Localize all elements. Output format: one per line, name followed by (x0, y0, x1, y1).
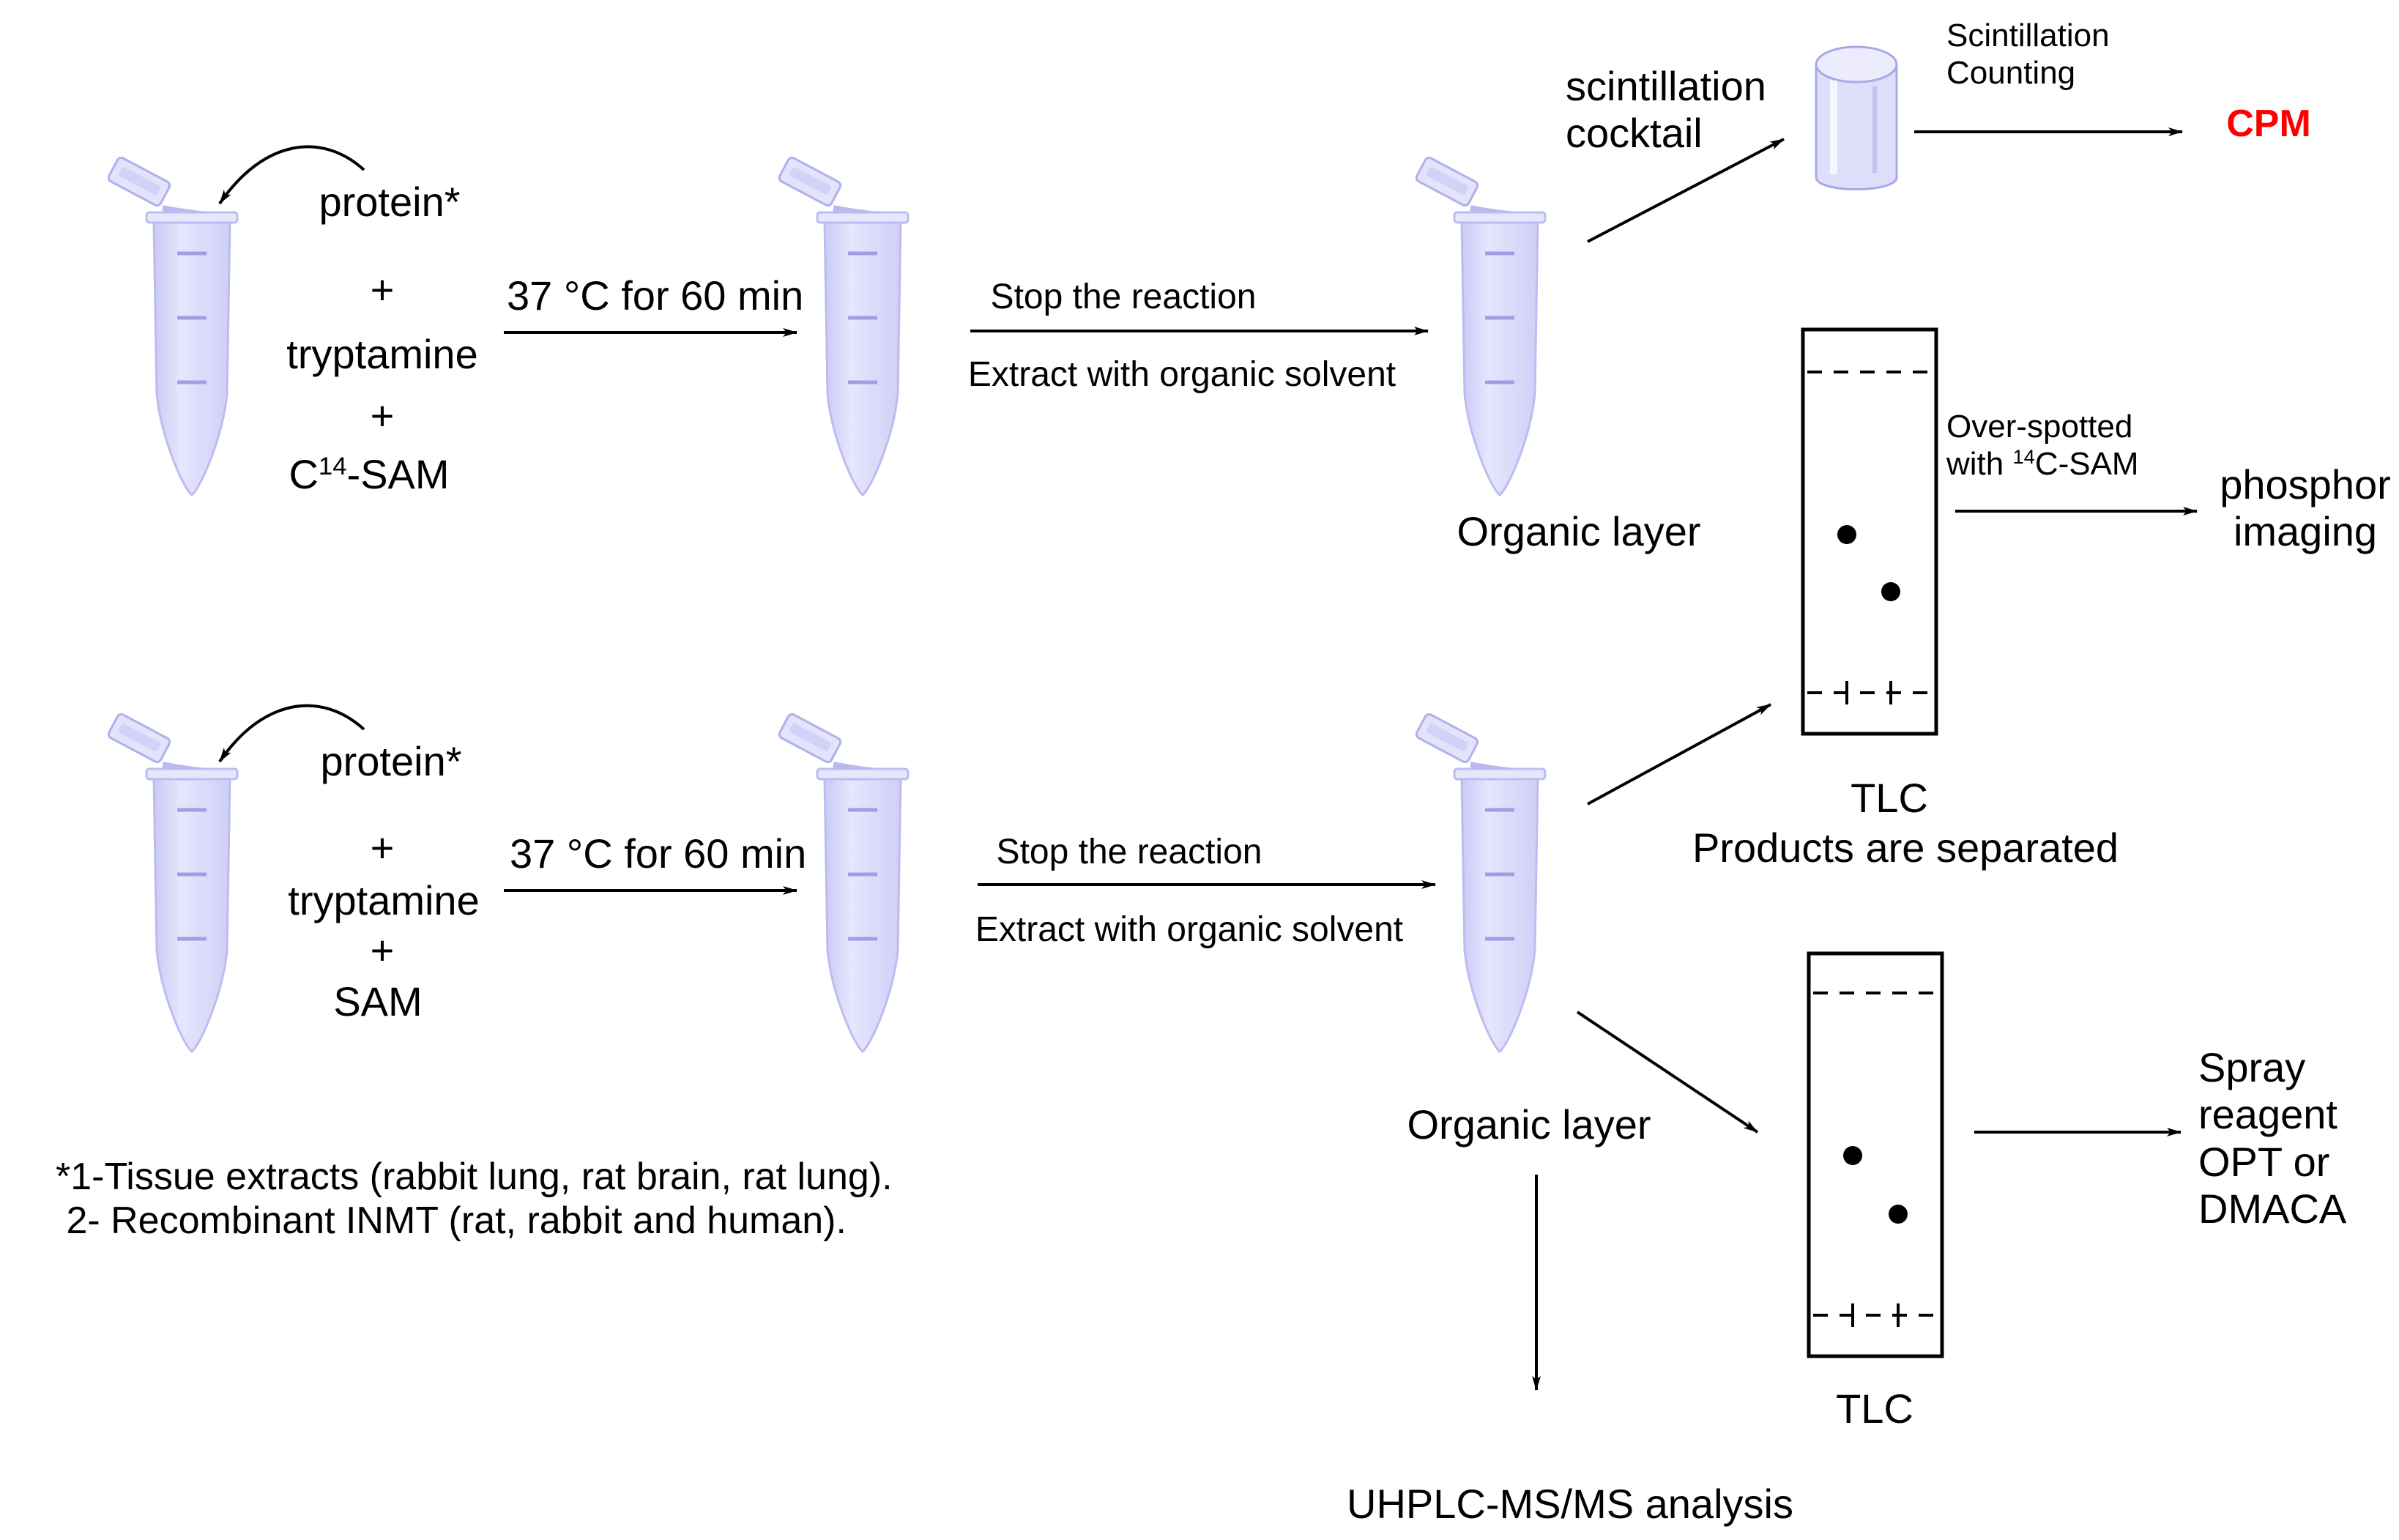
tube-reaction-1 (107, 156, 237, 495)
scintillation-vial-icon (1815, 45, 1898, 190)
row1-stop-reaction-label: Stop the reaction (990, 278, 1257, 316)
row2-incubation-label: 37 °C for 60 min (510, 830, 807, 877)
row1-plus-2: + (370, 393, 395, 439)
tube-incubated-1 (778, 156, 908, 495)
tlc2-spot-2 (1889, 1205, 1908, 1224)
row2-plus-2: + (370, 927, 395, 973)
curved-arrow-1 (218, 145, 365, 205)
row2-sam-label: SAM (333, 978, 423, 1024)
tube-organic-1 (1415, 156, 1545, 495)
footnote-line-1: *1-Tissue extracts (rabbit lung, rat bra… (56, 1156, 893, 1198)
row2-plus-1: + (370, 825, 395, 871)
row1-plus-1: + (370, 267, 395, 313)
uhplc-label: UHPLC-MS/MS analysis (1347, 1481, 1793, 1527)
tlc1-caption: Products are separated (1692, 825, 2119, 871)
tlc1-label: TLC (1851, 775, 1928, 821)
footnote: *1-Tissue extracts (rabbit lung, rat bra… (56, 1156, 893, 1243)
arrow-to-vial (1587, 138, 1785, 243)
row1-incubation-label: 37 °C for 60 min (507, 272, 804, 319)
tlc2-spot-1 (1843, 1146, 1862, 1165)
tlc1-spot-2 (1881, 582, 1900, 601)
tube-organic-2 (1415, 713, 1545, 1052)
row1-tryptamine-label: tryptamine (286, 331, 478, 377)
row1-protein-label: protein* (319, 179, 461, 225)
arrow-to-tlc1 (1587, 703, 1771, 806)
row1-extract-label: Extract with organic solvent (967, 355, 1396, 394)
footnote-line-2: 2- Recombinant INMT (rat, rabbit and hum… (56, 1199, 847, 1242)
row2-stop-reaction-label: Stop the reaction (996, 833, 1262, 871)
curved-arrow-2 (218, 704, 365, 763)
row2-extract-label: Extract with organic solvent (975, 910, 1404, 949)
tlc-plate-2 (1807, 951, 1944, 1358)
tlc2-label: TLC (1836, 1385, 1913, 1432)
tlc-plate-1 (1801, 327, 1938, 736)
row1-c14-sam-label: C14-SAM (289, 451, 450, 497)
row2-tryptamine-label: tryptamine (288, 877, 480, 923)
tube-incubated-2 (778, 713, 908, 1052)
arrow-to-tlc2 (1576, 1011, 1759, 1134)
row1-organic-layer-label: Organic layer (1457, 508, 1701, 554)
cpm-result: CPM (2226, 103, 2311, 145)
row2-organic-layer-label: Organic layer (1407, 1101, 1651, 1147)
row2-protein-label: protein* (320, 738, 462, 784)
tube-reaction-2 (107, 713, 237, 1052)
tlc1-spot-1 (1837, 525, 1856, 544)
